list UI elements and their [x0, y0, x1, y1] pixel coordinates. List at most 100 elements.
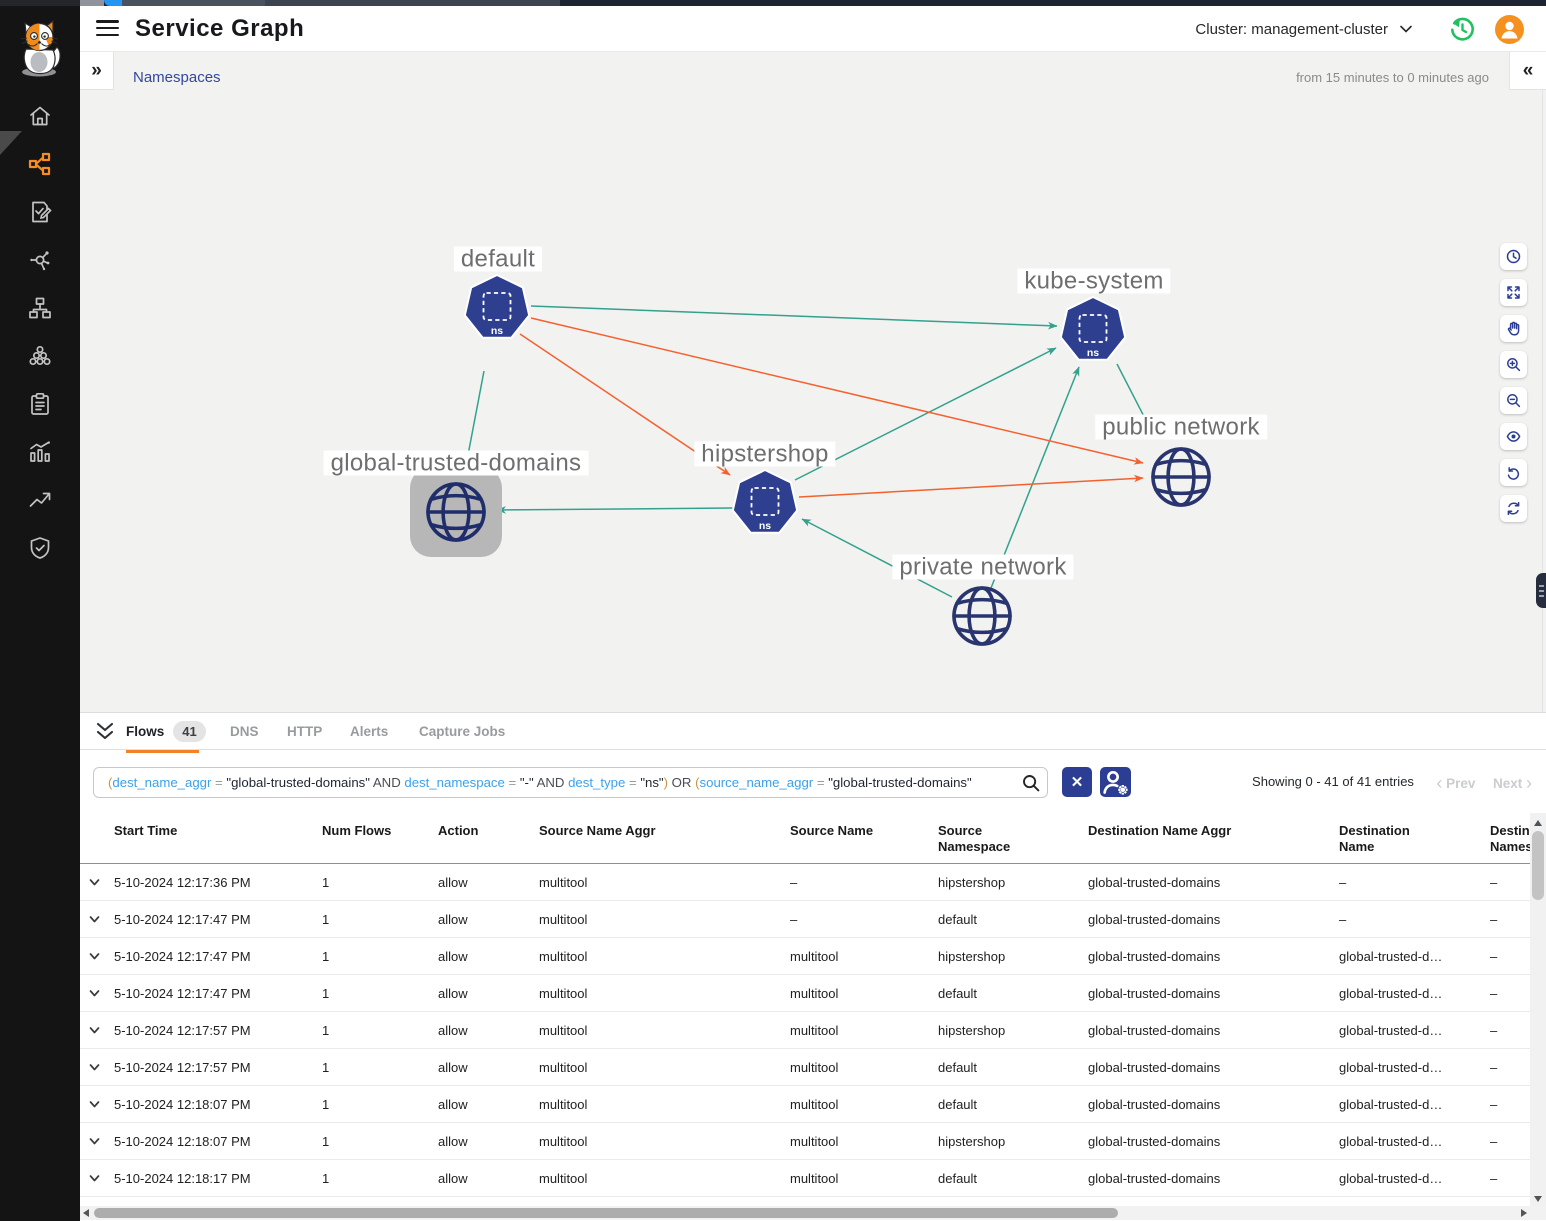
- sidebar-item-timeline[interactable]: [0, 478, 80, 526]
- row-expand-chevron-icon[interactable]: [88, 913, 101, 926]
- edge-default-to-public-network[interactable]: [530, 317, 1144, 465]
- zoom-in-button[interactable]: [1500, 351, 1527, 378]
- column-settings-button[interactable]: [1100, 767, 1131, 797]
- graph-node-default[interactable]: ns: [463, 273, 531, 339]
- sidebar-item-endpoints[interactable]: [0, 286, 80, 334]
- edge-hipstershop-to-global-trusted-domains[interactable]: [496, 506, 734, 514]
- panel-collapse-double-chevron-icon[interactable]: [94, 719, 116, 743]
- flow-filter-input[interactable]: (dest_name_aggr = "global-trusted-domain…: [93, 767, 1048, 798]
- query-segment-kw: AND: [369, 775, 405, 790]
- edge-private-network-to-kube-system[interactable]: [990, 366, 1080, 589]
- table-vertical-scrollbar[interactable]: [1530, 813, 1546, 1206]
- sidebar-item-policies[interactable]: [0, 190, 80, 238]
- user-avatar[interactable]: [1495, 15, 1524, 44]
- clock-button[interactable]: [1500, 243, 1527, 270]
- edge-default-to-kube-system[interactable]: [530, 305, 1058, 330]
- side-panel-collapse-button[interactable]: «: [1509, 52, 1546, 90]
- column-header-source-name[interactable]: Source Name: [790, 823, 874, 838]
- refresh-button[interactable]: [1500, 495, 1527, 522]
- next-chevron-icon[interactable]: ›: [1526, 773, 1532, 793]
- search-icon[interactable]: [1022, 774, 1040, 792]
- edge-hipstershop-to-kube-system[interactable]: [794, 347, 1057, 481]
- scroll-up-arrow-icon[interactable]: [1534, 820, 1542, 826]
- sidebar-item-activity[interactable]: [0, 430, 80, 478]
- row-expand-chevron-icon[interactable]: [88, 1135, 101, 1148]
- clear-filter-button[interactable]: ✕: [1062, 767, 1092, 797]
- column-header-num-flows[interactable]: Num Flows: [322, 823, 392, 838]
- breadcrumb-namespaces-link[interactable]: Namespaces: [133, 69, 221, 86]
- right-drawer-grip[interactable]: [1536, 573, 1546, 608]
- tab-alerts[interactable]: Alerts: [350, 713, 388, 750]
- column-header-destination-namespace[interactable]: Destination Namespace: [1490, 823, 1530, 854]
- scroll-down-arrow-icon[interactable]: [1534, 1196, 1542, 1202]
- vertical-scroll-thumb[interactable]: [1532, 831, 1544, 900]
- calico-cat-logo[interactable]: [13, 16, 67, 78]
- sidebar-item-threat-defense[interactable]: [0, 526, 80, 574]
- cluster-selector[interactable]: Cluster: management-cluster: [1195, 6, 1412, 52]
- tab-dns[interactable]: DNS: [230, 713, 259, 750]
- column-header-start-time[interactable]: Start Time: [114, 823, 178, 838]
- eye-button[interactable]: [1500, 423, 1527, 450]
- query-segment-val: "global-trusted-domains": [828, 775, 972, 790]
- row-expand-chevron-icon[interactable]: [88, 950, 101, 963]
- graph-node-public-network[interactable]: [1151, 447, 1211, 507]
- scroll-left-arrow-icon[interactable]: [83, 1209, 89, 1217]
- next-button[interactable]: Next: [1492, 776, 1523, 791]
- undo-icon: [1506, 465, 1521, 480]
- row-expand-chevron-icon[interactable]: [88, 876, 101, 889]
- row-expand-chevron-icon[interactable]: [88, 1172, 101, 1185]
- zoom-out-button[interactable]: [1500, 387, 1527, 414]
- horizontal-scroll-thumb[interactable]: [94, 1208, 1118, 1218]
- row-expand-chevron-icon[interactable]: [88, 987, 101, 1000]
- graph-node-global-trusted-domains[interactable]: [410, 467, 502, 557]
- graph-node-kube-system[interactable]: ns: [1059, 295, 1127, 361]
- edge-private-network-to-hipstershop[interactable]: [801, 518, 953, 598]
- graph-node-hipstershop[interactable]: ns: [731, 468, 799, 534]
- row-expand-chevron-icon[interactable]: [88, 1098, 101, 1111]
- timeline-icon: [27, 487, 53, 518]
- cell: hipstershop: [938, 1023, 1006, 1038]
- edge-hipstershop-to-public-network[interactable]: [798, 474, 1144, 498]
- row-expand-chevron-icon[interactable]: [88, 1024, 101, 1037]
- scroll-right-arrow-icon[interactable]: [1521, 1209, 1527, 1217]
- tab-capture-jobs[interactable]: Capture Jobs: [419, 713, 505, 750]
- pan-hand-button[interactable]: [1500, 315, 1527, 342]
- sidebar-item-clusters[interactable]: [0, 334, 80, 382]
- column-header-source-name-aggr[interactable]: Source Name Aggr: [539, 823, 656, 838]
- undo-button[interactable]: [1500, 459, 1527, 486]
- cell: 1: [322, 912, 330, 927]
- graph-node-private-network[interactable]: [952, 586, 1012, 646]
- prev-button[interactable]: Prev: [1446, 776, 1476, 791]
- sidebar-item-service-graph[interactable]: [0, 142, 80, 190]
- filter-query-text: (dest_name_aggr = "global-trusted-domain…: [108, 775, 1017, 790]
- row-expand-chevron-icon[interactable]: [88, 1061, 101, 1074]
- expand-button[interactable]: [1500, 279, 1527, 306]
- menu-hamburger-icon[interactable]: [96, 20, 119, 37]
- cell: multitool: [539, 912, 588, 927]
- history-restore-icon[interactable]: [1448, 15, 1477, 44]
- table-horizontal-scrollbar[interactable]: [80, 1206, 1546, 1220]
- sidebar-item-nodes[interactable]: [0, 238, 80, 286]
- node-label-public-network: public network: [1095, 414, 1267, 440]
- compliance-icon: [27, 391, 53, 422]
- column-header-action[interactable]: Action: [438, 823, 479, 838]
- tab-http[interactable]: HTTP: [287, 713, 322, 750]
- sidebar-item-compliance[interactable]: [0, 382, 80, 430]
- sidebar-item-home[interactable]: [0, 94, 80, 142]
- breadcrumb-expand-button[interactable]: »: [80, 52, 114, 90]
- column-header-source-namespace[interactable]: Source Namespace: [938, 823, 1011, 854]
- prev-chevron-icon[interactable]: ‹: [1436, 773, 1443, 793]
- column-header-destination-name-aggr[interactable]: Destination Name Aggr: [1088, 823, 1232, 838]
- column-header-destination-name[interactable]: Destination Name: [1339, 823, 1410, 854]
